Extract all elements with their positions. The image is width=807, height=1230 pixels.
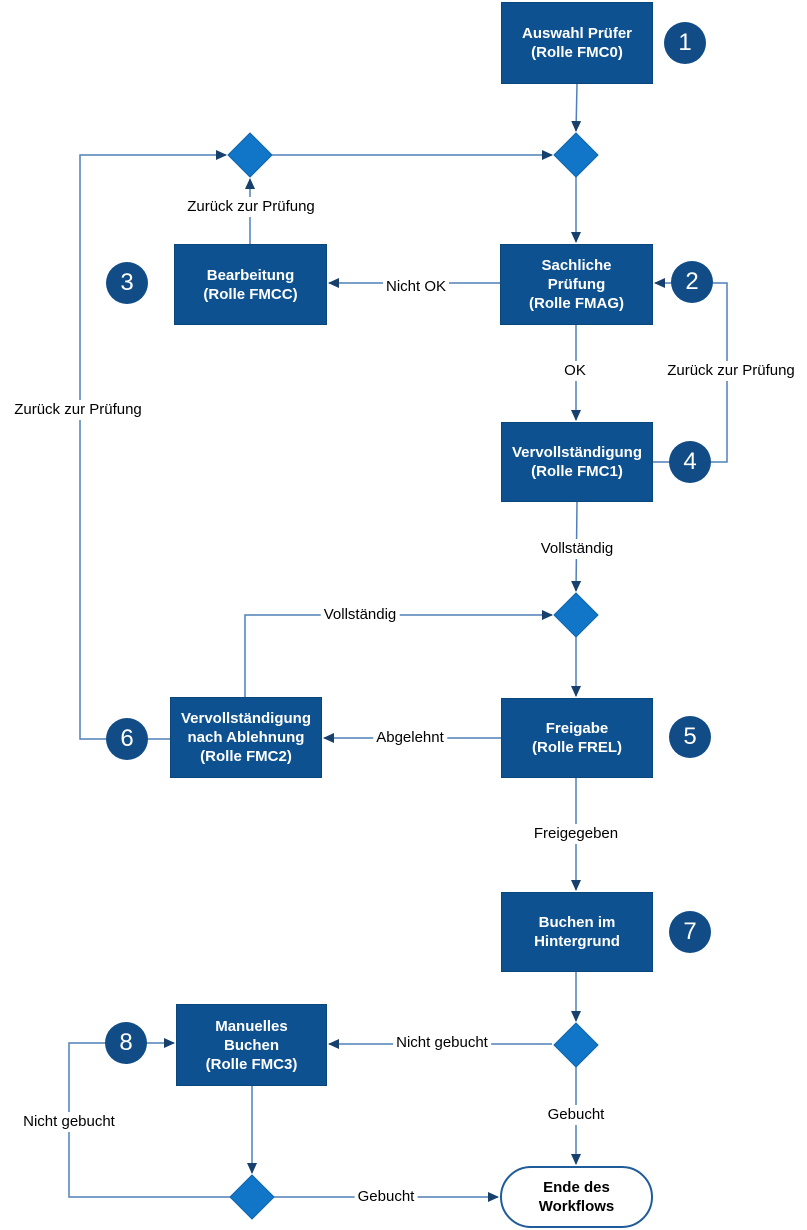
edge-label-vollstaendig: Vollständig bbox=[537, 539, 617, 559]
process-box-bearbeitung: Bearbeitung (Rolle FMCC) bbox=[174, 244, 327, 325]
edge-label-freigegeben: Freigegeben bbox=[530, 824, 622, 844]
step-badge-7: 7 bbox=[669, 911, 711, 953]
step-badge-4: 4 bbox=[669, 441, 711, 483]
edge-label-nicht-ok: Nicht OK bbox=[382, 277, 450, 297]
edge-ablehnung-loop-to-left-merge bbox=[79, 150, 227, 740]
step-badge-6: 6 bbox=[106, 718, 148, 760]
process-box-manuelles-buchen: Manuelles Buchen (Rolle FMC3) bbox=[176, 1004, 327, 1086]
edge-label-gebucht-auto: Gebucht bbox=[544, 1105, 608, 1125]
process-box-vervollstaendigung-nach-ablehnung: Vervollständigung nach Ablehnung (Rolle … bbox=[170, 697, 322, 778]
step-badge-3: 3 bbox=[106, 262, 148, 304]
edge-label-gebucht-manuell: Gebucht bbox=[354, 1187, 418, 1207]
edge-label-nicht-gebucht-auto: Nicht gebucht bbox=[393, 1033, 491, 1053]
merge-diamond-left bbox=[227, 132, 273, 178]
decision-diamond-gebucht bbox=[553, 1022, 599, 1068]
edge-label-abgelehnt: Abgelehnt bbox=[373, 728, 447, 748]
edge-auswahl-to-merge bbox=[571, 83, 582, 132]
process-box-buchen-im-hintergrund: Buchen im Hintergrund bbox=[501, 892, 653, 972]
edge-label-zurueck-zur-pruefung-ablehnung: Zurück zur Prüfung bbox=[11, 400, 145, 420]
step-badge-1: 1 bbox=[664, 22, 706, 64]
edge-label-nicht-gebucht-manuell: Nicht gebucht bbox=[20, 1112, 118, 1132]
process-box-sachliche-pruefung: Sachliche Prüfung (Rolle FMAG) bbox=[500, 244, 653, 325]
process-box-vervollstaendigung: Vervollständigung (Rolle FMC1) bbox=[501, 422, 653, 502]
merge-diamond-top bbox=[553, 132, 599, 178]
edge-label-zurueck-zur-pruefung-bearbeitung: Zurück zur Prüfung bbox=[184, 197, 318, 217]
process-box-auswahl-pruefer: Auswahl Prüfer (Rolle FMC0) bbox=[501, 2, 653, 84]
process-box-freigabe: Freigabe (Rolle FREL) bbox=[501, 698, 653, 778]
step-badge-5: 5 bbox=[669, 716, 711, 758]
step-badge-2: 2 bbox=[671, 261, 713, 303]
merge-diamond-vollstaendig bbox=[553, 592, 599, 638]
terminator-ende-des-workflows: Ende des Workflows bbox=[500, 1166, 653, 1228]
edge-ablehnung-to-decision bbox=[244, 610, 553, 697]
decision-diamond-manuell-gebucht bbox=[229, 1174, 275, 1220]
edge-label-zurueck-zur-pruefung-vervollstaendigung: Zurück zur Prüfung bbox=[664, 361, 798, 381]
step-badge-8: 8 bbox=[105, 1022, 147, 1064]
edge-label-vollstaendig-nach-ablehnung: Vollständig bbox=[320, 605, 400, 625]
edge-label-ok: OK bbox=[561, 361, 589, 381]
